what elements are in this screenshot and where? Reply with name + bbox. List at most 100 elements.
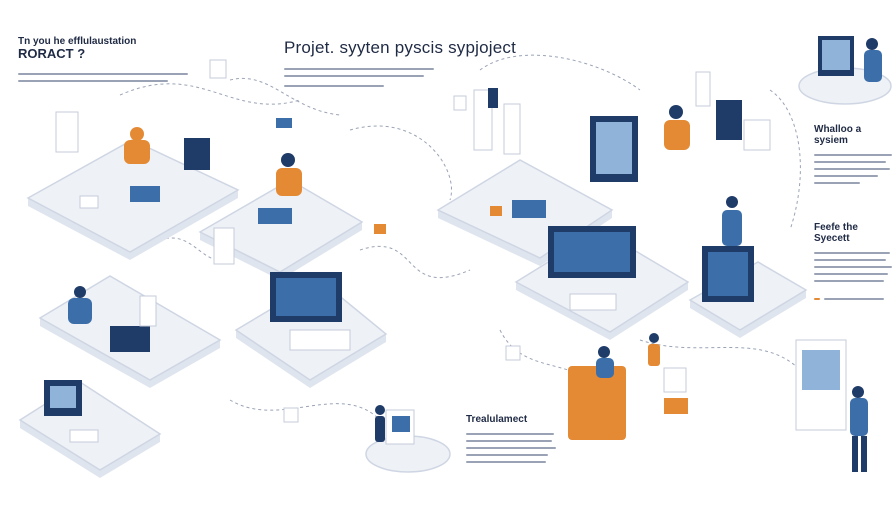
placeholder-accent-mark — [814, 298, 820, 300]
person-head-icon — [726, 196, 738, 208]
laptop-icon — [512, 200, 546, 218]
person-head-icon — [130, 127, 144, 141]
screen-icon — [276, 278, 336, 316]
person-head-icon — [669, 105, 683, 119]
placeholder-line — [18, 73, 188, 76]
top-center-title: Projet. syyten pyscis sypjoject — [284, 38, 517, 57]
placeholder-line — [466, 440, 552, 442]
platform-workstation-8 — [514, 196, 742, 340]
floating-device-icons — [209, 59, 521, 423]
placeholder-line — [814, 266, 892, 268]
placeholder-line — [814, 161, 886, 163]
person-body-icon — [648, 344, 660, 366]
platform-workstation-5 — [234, 272, 388, 388]
placeholder-line — [18, 80, 168, 83]
placeholder-line — [814, 182, 860, 184]
placeholder-line — [814, 280, 884, 282]
person-leg-icon — [861, 436, 867, 472]
screen-icon — [822, 40, 850, 70]
box-icon — [79, 195, 99, 209]
person-body-icon — [850, 398, 868, 436]
placeholder-line — [466, 454, 548, 456]
connector-paths — [119, 54, 801, 421]
person-head-icon — [866, 38, 878, 50]
screen-icon — [392, 416, 410, 432]
platform-workstation-1 — [26, 111, 240, 260]
platform-workstation-4 — [18, 380, 162, 478]
cabinet-icon — [568, 366, 626, 440]
server-rack-icon — [473, 89, 493, 151]
screen-icon — [596, 122, 632, 174]
device-icon — [209, 59, 227, 79]
person-head-icon — [375, 405, 385, 415]
person-body-icon — [124, 140, 150, 164]
screen-icon — [554, 232, 630, 272]
person-body-icon — [664, 120, 690, 150]
platform-workstation-7 — [664, 71, 771, 151]
box-icon — [490, 206, 502, 216]
placeholder-line — [814, 154, 892, 156]
placeholder-line — [284, 75, 424, 77]
bottom-center-heading: Trealulamect — [466, 414, 528, 425]
monitor-icon — [663, 367, 687, 393]
monitor-icon — [110, 326, 150, 352]
server-rack-icon — [139, 295, 157, 327]
person-body-icon — [722, 210, 742, 246]
person-head-icon — [74, 286, 86, 298]
top-center-text-block: Projet. syyten pyscis sypjoject — [284, 38, 544, 92]
platform-workstation-10 — [798, 36, 892, 105]
server-rack-icon — [55, 111, 79, 153]
platform-workstation-2 — [198, 153, 386, 280]
screen-icon — [802, 350, 840, 390]
laptop-icon — [130, 186, 160, 202]
placeholder-line — [466, 433, 554, 435]
person-head-icon — [598, 346, 610, 358]
placeholder-line — [466, 461, 546, 463]
cabinet-icon — [743, 119, 771, 151]
placeholder-line — [814, 168, 890, 170]
person-leg-icon — [852, 436, 858, 472]
box-icon — [374, 224, 386, 234]
placeholder-line — [284, 68, 434, 70]
right-middle-heading: Feefe the Syecett — [814, 222, 858, 244]
monitor-icon — [716, 100, 742, 140]
person-body-icon — [375, 416, 385, 442]
server-rack-icon — [213, 227, 235, 265]
box-icon — [664, 398, 688, 414]
right-top-heading: Whalloo a sysiem — [814, 124, 862, 146]
device-icon — [488, 88, 498, 108]
platform-workstation-12 — [795, 339, 868, 472]
person-body-icon — [596, 358, 614, 378]
placeholder-line — [814, 252, 890, 254]
person-head-icon — [649, 333, 659, 343]
server-rack-icon — [695, 71, 711, 107]
platform-workstation-9 — [688, 246, 808, 338]
placeholder-line — [814, 259, 886, 261]
placeholder-line — [814, 273, 888, 275]
screen-icon — [708, 252, 748, 296]
person-body-icon — [864, 50, 882, 82]
placeholder-line — [824, 298, 884, 300]
placeholder-line — [814, 175, 878, 177]
placeholder-line — [466, 447, 556, 449]
top-left-heading-line2: RORACT ? — [18, 46, 86, 61]
device-icon — [505, 345, 521, 361]
person-body-icon — [68, 298, 92, 324]
placeholder-line — [284, 85, 384, 87]
device-icon — [276, 118, 292, 128]
platform-workstation-11 — [365, 333, 688, 473]
monitor-icon — [184, 138, 210, 170]
person-head-icon — [852, 386, 864, 398]
platform-workstation-3 — [38, 275, 222, 388]
screen-icon — [50, 386, 76, 408]
person-head-icon — [281, 153, 295, 167]
keyboard-icon — [569, 293, 617, 311]
top-left-heading-line1: Tn you he efflulaustation — [18, 36, 137, 47]
bottom-center-text-block: Trealulamect — [466, 414, 566, 468]
device-icon — [453, 95, 467, 111]
person-body-icon — [276, 168, 302, 196]
keyboard-icon — [69, 429, 99, 443]
right-middle-text-block: Feefe the Syecett — [814, 222, 894, 305]
keyboard-icon — [289, 329, 351, 351]
